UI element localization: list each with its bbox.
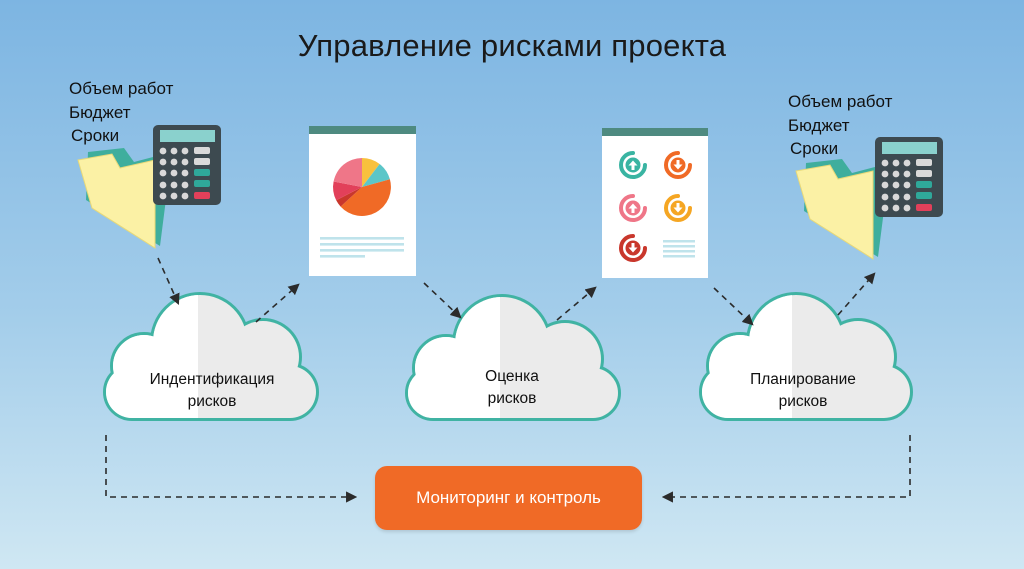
stage-planning-label: Планирование рисков bbox=[707, 369, 899, 413]
risk-arrows-document bbox=[602, 128, 708, 278]
calculator-icon bbox=[875, 137, 943, 217]
cloud-identification bbox=[103, 292, 319, 421]
right-input-deadlines: Сроки bbox=[790, 139, 839, 158]
cloud-assessment bbox=[405, 294, 621, 421]
flow-arrow bbox=[837, 272, 876, 316]
stage-assessment-line1: Оценка bbox=[485, 368, 539, 385]
stage-identification-line1: Индентификация bbox=[149, 371, 275, 388]
cloud-planning bbox=[699, 292, 913, 421]
pie-chart-icon bbox=[333, 158, 391, 216]
flow-arrow bbox=[713, 287, 754, 326]
arrow-down-icon bbox=[664, 194, 692, 222]
left-input-scope: Объем работ bbox=[69, 79, 174, 98]
arrow-up-icon bbox=[619, 151, 647, 179]
stage-assessment-line2: рисков bbox=[487, 390, 537, 407]
stage-planning-line2: рисков bbox=[778, 393, 828, 410]
monitoring-control-button[interactable]: Мониторинг и контроль bbox=[375, 466, 642, 530]
stage-identification-line2: рисков bbox=[187, 393, 237, 410]
stage-identification-label: Индентификация рисков bbox=[116, 369, 308, 413]
arrow-down-icon bbox=[664, 151, 692, 179]
stage-planning-line1: Планирование bbox=[750, 371, 856, 388]
right-input-budget: Бюджет bbox=[788, 115, 850, 135]
feedback-arrow-left bbox=[105, 435, 358, 503]
monitoring-control-label: Мониторинг и контроль bbox=[416, 488, 601, 507]
stage-assessment-label: Оценка рисков bbox=[416, 366, 608, 410]
left-input-deadlines: Сроки bbox=[71, 126, 120, 145]
left-input-budget: Бюджет bbox=[69, 102, 131, 122]
right-input-list: Объем работ Бюджет Сроки bbox=[788, 90, 892, 161]
flow-arrow bbox=[556, 286, 597, 321]
left-input-list: Объем работ Бюджет Сроки bbox=[69, 77, 173, 148]
folder-icon bbox=[795, 159, 890, 260]
arrow-up-icon bbox=[619, 194, 647, 222]
flow-arrow bbox=[255, 283, 300, 323]
flow-arrow bbox=[423, 282, 462, 319]
calculator-icon bbox=[153, 125, 221, 205]
right-input-scope: Объем работ bbox=[788, 92, 893, 111]
pie-chart-document bbox=[309, 126, 416, 276]
page-title: Управление рисками проекта bbox=[297, 28, 727, 63]
flow-arrow bbox=[157, 257, 180, 306]
feedback-arrow-right bbox=[661, 435, 911, 503]
arrow-down-icon bbox=[619, 234, 647, 262]
